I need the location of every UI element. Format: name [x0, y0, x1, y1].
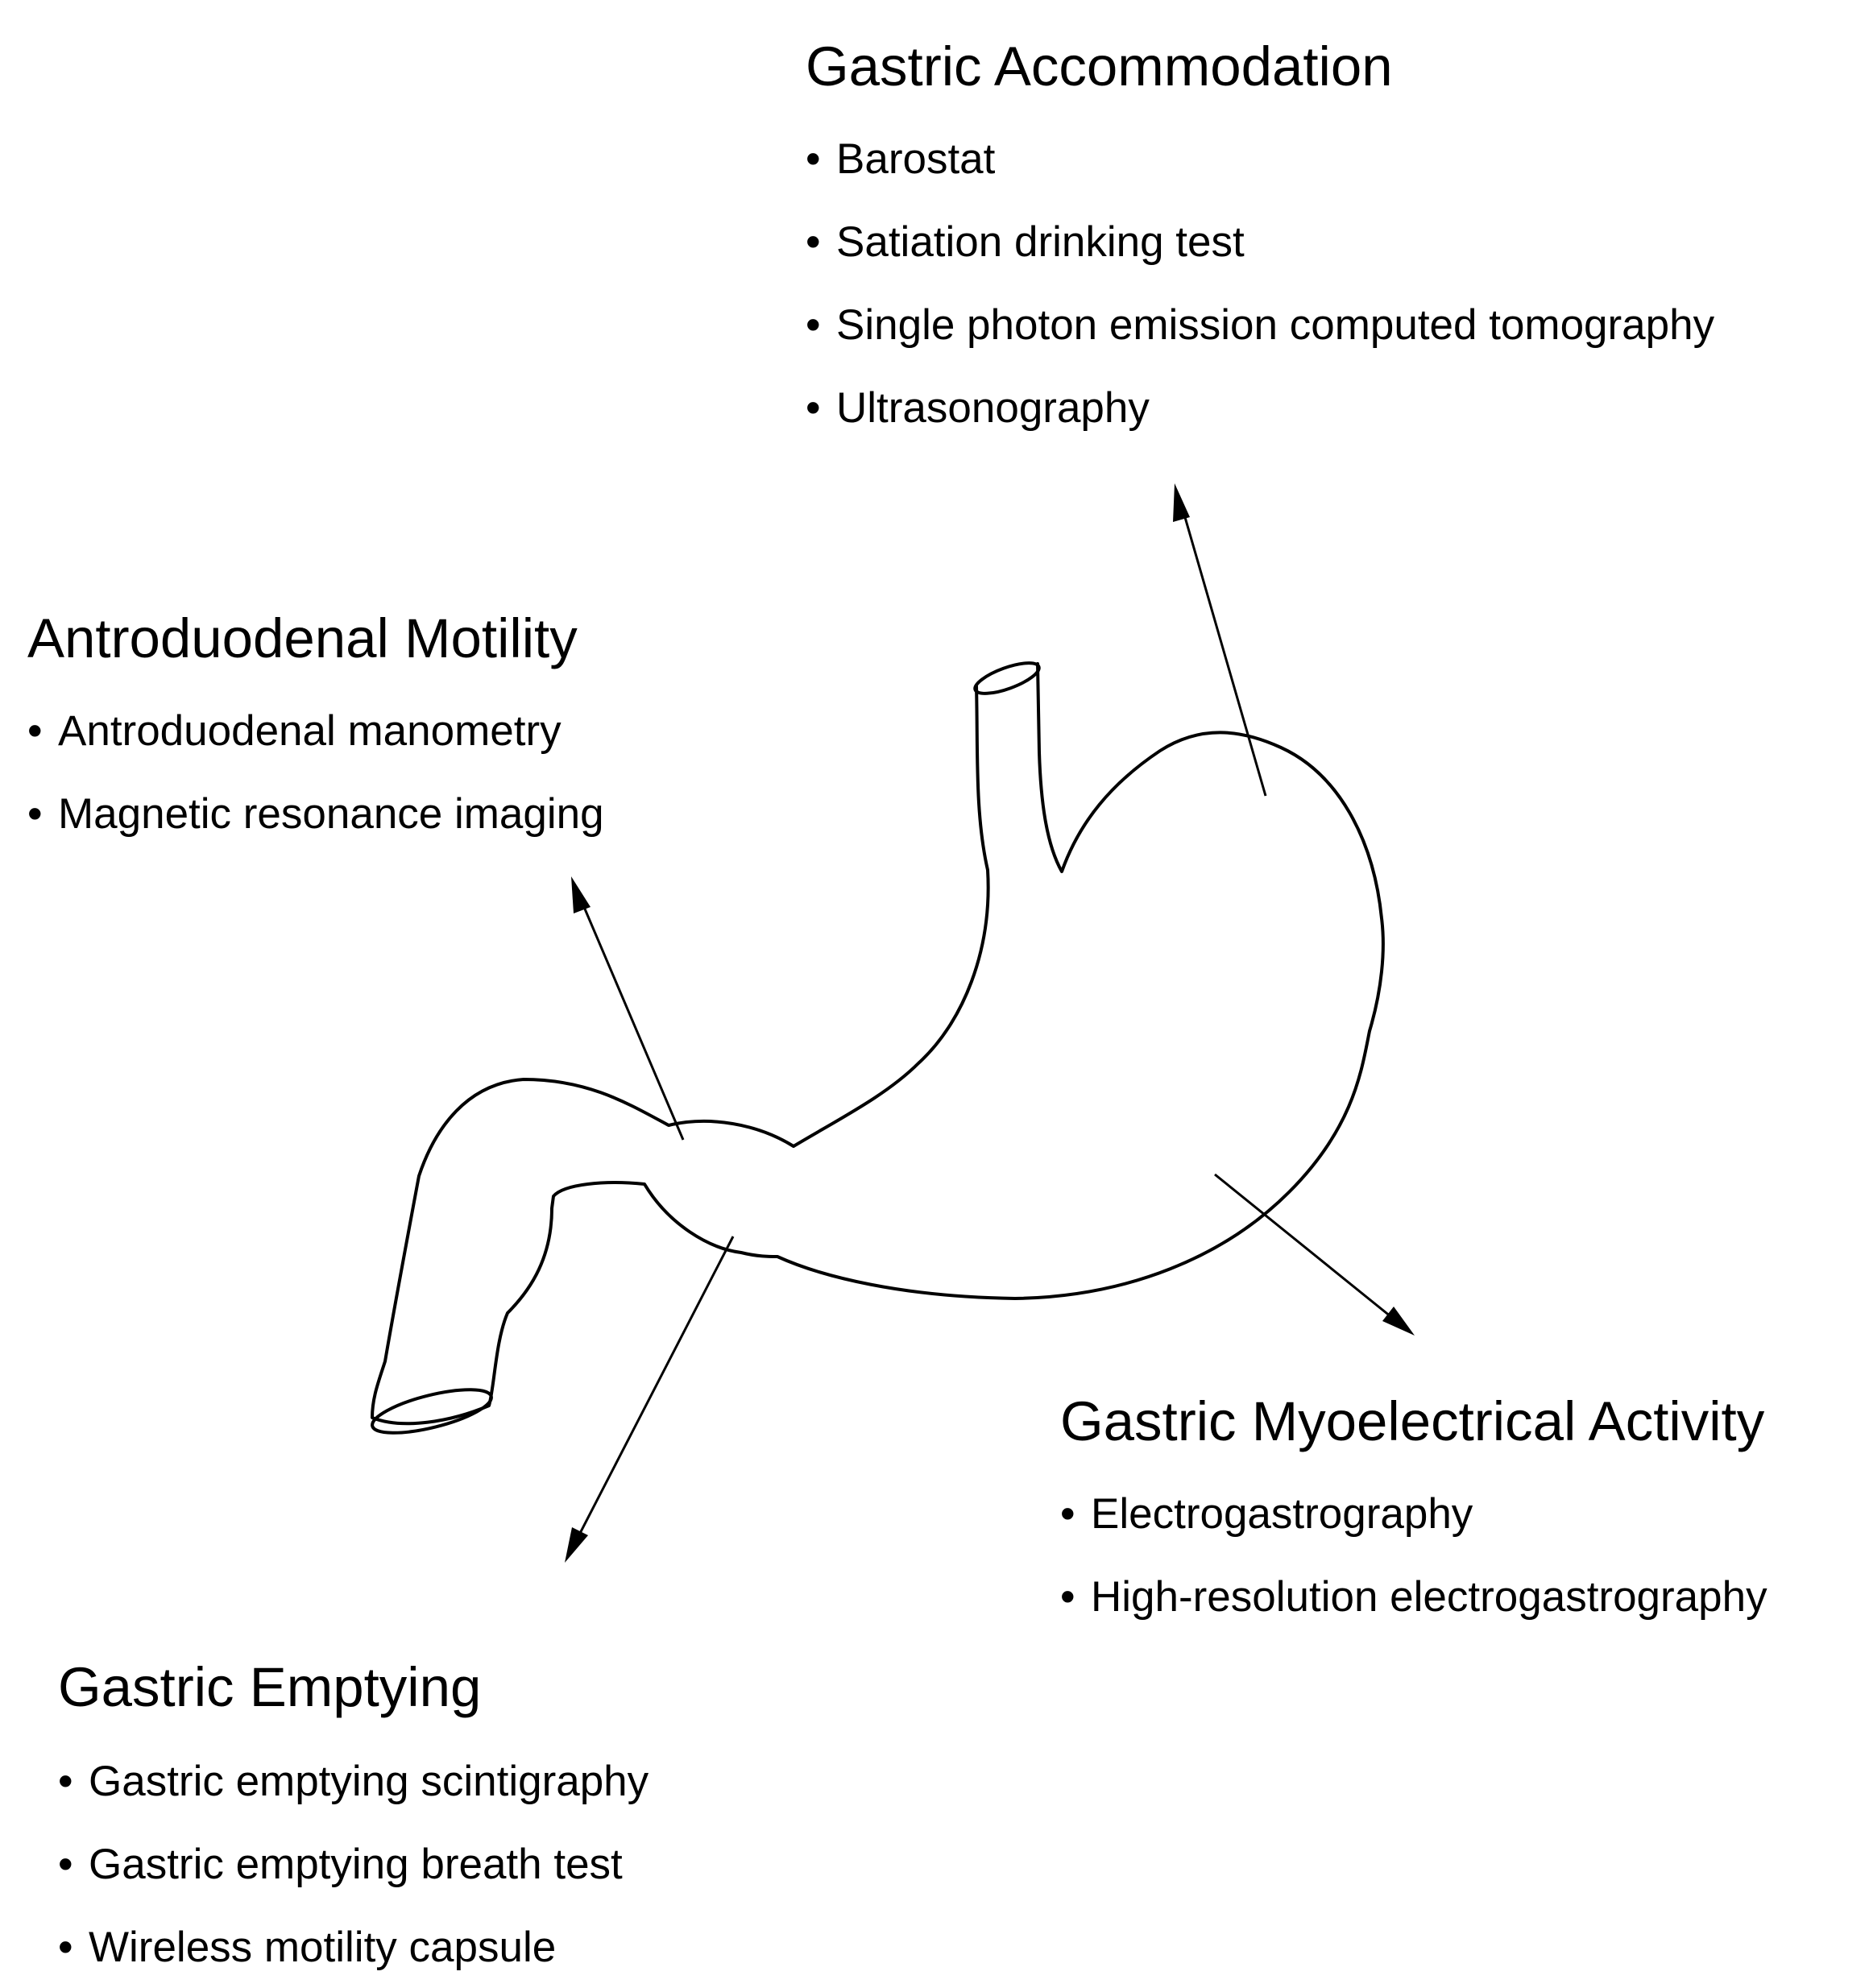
list-item: •Ultrasonography: [806, 384, 1150, 432]
list-item: •Barostat: [806, 135, 996, 183]
gastric-emptying-list: •Gastric emptying scintigraphy •Gastric …: [58, 1760, 649, 1969]
list-item: •Gastric emptying scintigraphy: [58, 1758, 649, 1805]
gastric-emptying-group: Gastric Emptying •Gastric emptying scint…: [58, 1659, 649, 1969]
gastric-accommodation-list: •Barostat •Satiation drinking test •Sing…: [806, 138, 1714, 429]
list-item: •Single photon emission computed tomogra…: [806, 301, 1715, 349]
duodenum-opening: [371, 1388, 493, 1435]
list-item: •Gastric emptying breath test: [58, 1841, 623, 1888]
arrow-myoelectrical: [1214, 1173, 1415, 1336]
arrow-antroduodenal: [571, 876, 685, 1141]
list-item: •Satiation drinking test: [806, 218, 1245, 266]
gastric-accommodation-group: Gastric Accommodation •Barostat •Satiati…: [806, 39, 1714, 429]
gastric-myoelectrical-activity-group: Gastric Myoelectrical Activity •Electrog…: [1060, 1394, 1767, 1618]
list-item: •Magnetic resonance imaging: [27, 790, 604, 838]
antroduodenal-motility-title: Antroduodenal Motility: [27, 607, 578, 669]
list-item: •Electrogastrography: [1060, 1490, 1473, 1538]
antroduodenal-motility-list: •Antroduodenal manometry •Magnetic reson…: [27, 710, 604, 835]
gastric-accommodation-title: Gastric Accommodation: [806, 35, 1393, 97]
arrow-emptying: [565, 1236, 735, 1563]
gastric-myoelectrical-activity-title: Gastric Myoelectrical Activity: [1060, 1390, 1765, 1452]
arrow-accommodation: [1173, 483, 1267, 797]
esophagus-opening: [973, 661, 1041, 695]
gastric-emptying-title: Gastric Emptying: [58, 1656, 482, 1718]
antroduodenal-motility-group: Antroduodenal Motility •Antroduodenal ma…: [27, 611, 604, 835]
list-item: •Antroduodenal manometry: [27, 707, 562, 755]
list-item: •High-resolution electrogastrography: [1060, 1573, 1767, 1621]
list-item: •Wireless motility capsule: [58, 1924, 557, 1971]
stomach-outline: [371, 662, 1385, 1426]
gastric-myoelectrical-activity-list: •Electrogastrography •High-resolution el…: [1060, 1493, 1767, 1618]
